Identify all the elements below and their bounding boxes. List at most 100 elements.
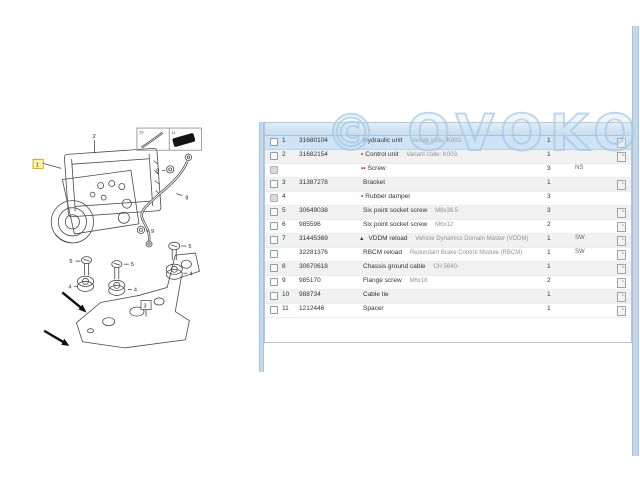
- part-description: Spacer: [359, 305, 547, 312]
- quantity: 2: [547, 277, 551, 284]
- description-spec: Variant code: K003.: [410, 138, 463, 144]
- callout-9b[interactable]: 9: [151, 229, 154, 235]
- part-number: 30649038: [299, 207, 328, 214]
- quantity: 2: [547, 221, 551, 228]
- table-row[interactable]: 6 985596 Six point socket screw M6x12 2: [265, 220, 631, 234]
- table-row[interactable]: 4 •Rubber damper 3: [265, 192, 631, 206]
- table-row[interactable]: 5 30649038 Six point socket screw M8x38.…: [265, 206, 631, 220]
- table-row[interactable]: 32281376 RBCM reload Redundant Brake Con…: [265, 248, 631, 262]
- document-icon[interactable]: [616, 278, 626, 288]
- document-icon[interactable]: [616, 306, 626, 316]
- callout-1[interactable]: 1: [36, 162, 39, 168]
- sub-level-bullet: •: [361, 193, 364, 200]
- item-number: 2: [282, 151, 286, 158]
- part-number: 988734: [299, 291, 321, 298]
- document-icon[interactable]: [616, 292, 626, 302]
- part-description: ▲VDDM reload Vehicle Dynamics Domain Mas…: [359, 235, 547, 242]
- part-number: 31680104: [299, 137, 328, 144]
- row-checkbox[interactable]: [269, 138, 278, 146]
- description-text: Screw: [367, 165, 386, 172]
- item-number: 7: [282, 235, 286, 242]
- part-description: •Rubber damper: [359, 193, 547, 200]
- table-row[interactable]: 3 31387278 Bracket 1: [265, 178, 631, 192]
- row-checkbox[interactable]: [269, 264, 278, 272]
- quantity: 3: [547, 165, 551, 172]
- table-row[interactable]: 8 30670618 Chassis ground cable CH 5640-…: [265, 262, 631, 276]
- item-number: 11: [282, 305, 289, 312]
- document-icon[interactable]: [616, 250, 626, 260]
- part-number: 985170: [299, 277, 321, 284]
- part-number: 32281376: [299, 249, 328, 256]
- callout-4b[interactable]: 4: [134, 287, 137, 293]
- row-checkbox[interactable]: [269, 250, 278, 258]
- item-number: 6: [282, 221, 286, 228]
- document-icon[interactable]: [616, 138, 626, 148]
- description-text: Bracket: [363, 179, 386, 186]
- document-icon[interactable]: [616, 236, 626, 246]
- scrollbar-right[interactable]: [632, 26, 639, 456]
- table-row[interactable]: 10 988734 Cable tie 1: [265, 290, 631, 304]
- part-description: •Control unit Variant code: K003.: [359, 151, 547, 158]
- part-description: Six point socket screw M8x38.5: [359, 207, 547, 214]
- quantity: 1: [547, 249, 551, 256]
- callout-11[interactable]: 11: [171, 130, 176, 135]
- item-number: 9: [282, 277, 286, 284]
- document-icon[interactable]: [616, 264, 626, 274]
- row-checkbox[interactable]: [269, 222, 278, 230]
- row-checkbox[interactable]: [269, 208, 278, 216]
- callout-10[interactable]: 10: [139, 130, 144, 135]
- note-flag: NS: [575, 165, 584, 171]
- parts-table-body: 1 31680104 Hydraulic unit Variant code: …: [265, 136, 631, 318]
- table-row[interactable]: ••Screw 3 NS: [265, 164, 631, 178]
- row-checkbox[interactable]: [269, 180, 278, 188]
- part-description: Hydraulic unit Variant code: K003.: [359, 137, 547, 144]
- document-icon[interactable]: [616, 152, 626, 162]
- callout-5c[interactable]: 5: [188, 244, 191, 250]
- row-checkbox[interactable]: [269, 292, 278, 300]
- part-number: 31445369: [299, 235, 328, 242]
- document-icon[interactable]: [616, 222, 626, 232]
- table-row[interactable]: 11 1212446 Spacer 1: [265, 304, 631, 318]
- part-number: 31682154: [299, 151, 328, 158]
- pane-divider[interactable]: [259, 122, 264, 372]
- row-checkbox[interactable]: [269, 152, 278, 160]
- table-row[interactable]: 9 985170 Flange screw M6x18 2: [265, 276, 631, 290]
- parts-table-panel: 1 31680104 Hydraulic unit Variant code: …: [264, 122, 632, 343]
- part-number: 1212446: [299, 305, 325, 312]
- table-row[interactable]: 1 31680104 Hydraulic unit Variant code: …: [265, 136, 631, 150]
- callout-5b[interactable]: 5: [131, 262, 134, 268]
- quantity: 1: [547, 235, 551, 242]
- item-number: 5: [282, 207, 286, 214]
- description-spec: Redundant Brake Control Module (RBCM): [409, 250, 523, 256]
- description-spec: M8x38.5: [435, 208, 459, 214]
- description-text: RBCM reload: [363, 249, 403, 256]
- quantity: 1: [547, 137, 551, 144]
- row-checkbox[interactable]: [269, 306, 278, 314]
- document-icon[interactable]: [616, 180, 626, 190]
- row-checkbox[interactable]: [269, 236, 278, 244]
- quantity: 1: [547, 263, 551, 270]
- quantity: 1: [547, 151, 551, 158]
- item-number: 8: [282, 263, 286, 270]
- callout-9a[interactable]: 9: [156, 168, 159, 174]
- table-row[interactable]: 7 31445369 ▲VDDM reload Vehicle Dynamics…: [265, 234, 631, 248]
- row-checkbox: [269, 166, 278, 174]
- part-description: ••Screw: [359, 165, 547, 172]
- callout-5a[interactable]: 5: [69, 259, 72, 265]
- part-number: 985596: [299, 221, 321, 228]
- item-number: 4: [282, 193, 286, 200]
- document-icon[interactable]: [616, 208, 626, 218]
- description-text: Six point socket screw: [363, 207, 428, 214]
- row-checkbox[interactable]: [269, 278, 278, 286]
- description-spec: CH 5640-: [433, 264, 460, 270]
- callout-4c[interactable]: 4: [189, 271, 192, 277]
- callout-4a[interactable]: 4: [68, 284, 71, 290]
- part-description: Bracket: [359, 179, 547, 186]
- callout-8[interactable]: 8: [185, 196, 188, 202]
- table-header: [265, 123, 631, 136]
- callout-3[interactable]: 3: [143, 304, 146, 310]
- description-text: Six point socket screw: [363, 221, 428, 228]
- table-row[interactable]: 2 31682154 •Control unit Variant code: K…: [265, 150, 631, 164]
- callout-2[interactable]: 2: [93, 134, 96, 140]
- description-text: Flange screw: [363, 277, 402, 284]
